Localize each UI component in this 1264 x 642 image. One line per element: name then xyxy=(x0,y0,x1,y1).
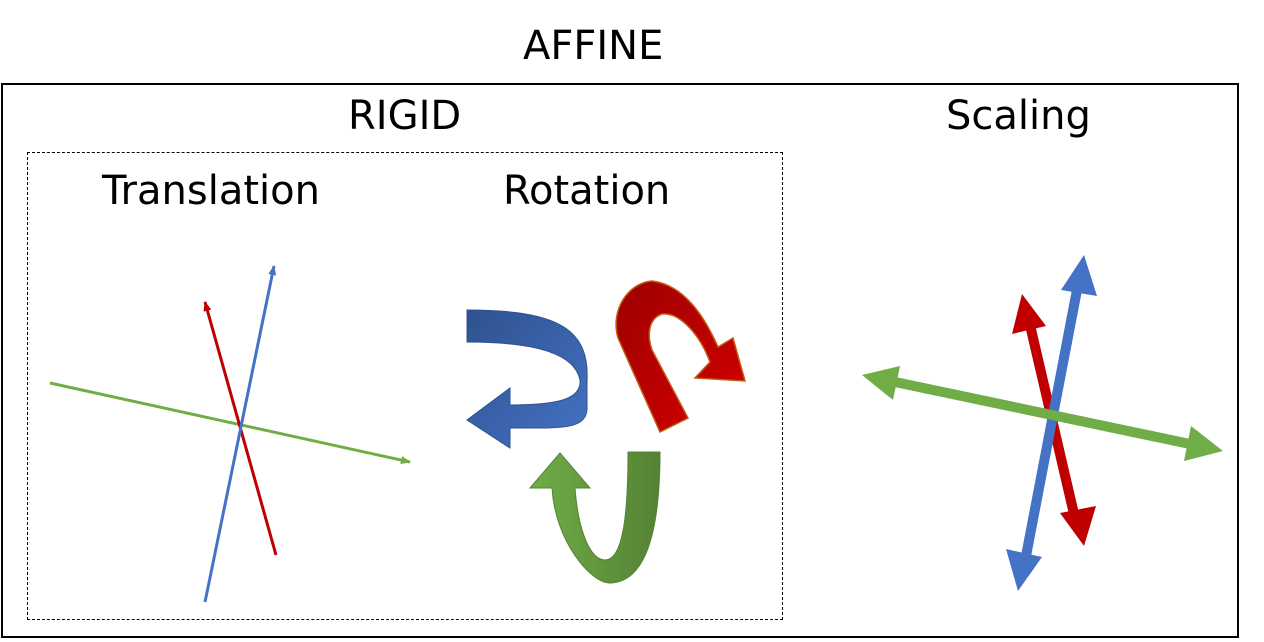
scaling-axes xyxy=(862,255,1223,591)
rigid-box xyxy=(27,152,783,620)
translation-axes xyxy=(49,265,411,603)
rotation-title: Rotation xyxy=(503,168,671,214)
green-curved-arrow-icon xyxy=(528,451,661,584)
rigid-title: RIGID xyxy=(348,93,462,139)
affine-title: AFFINE xyxy=(523,23,664,69)
blue-curved-arrow-icon xyxy=(466,309,588,449)
translation-green-arrow xyxy=(49,381,411,464)
scaling-blue-double-arrow xyxy=(1006,255,1097,591)
scaling-green-double-arrow xyxy=(862,366,1223,461)
translation-title: Translation xyxy=(102,168,320,214)
translation-blue-arrow xyxy=(203,265,277,603)
affine-box xyxy=(1,83,1239,638)
scaling-title: Scaling xyxy=(946,93,1091,139)
red-curved-arrow-icon xyxy=(615,280,747,434)
